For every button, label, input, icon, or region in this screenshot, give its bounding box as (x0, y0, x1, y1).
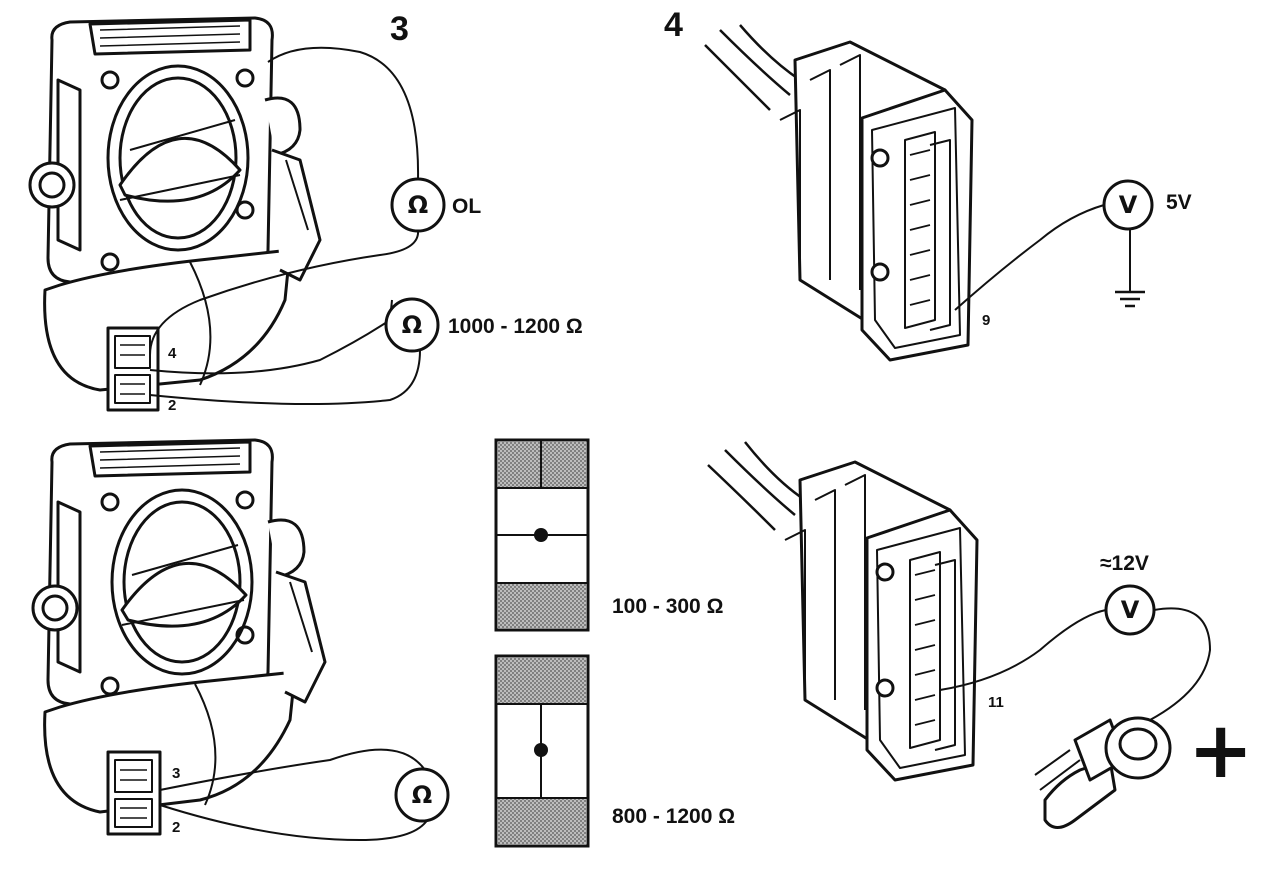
volt-symbol-12v: V (1120, 596, 1140, 624)
ohmmeter-coil (384, 297, 440, 353)
throttle-body-top (28, 16, 322, 412)
ohm-symbol-ol: Ω (407, 191, 429, 219)
wiring-bottom-left (159, 748, 431, 842)
pin-label-3: 3 (172, 765, 181, 782)
reading-track-resistance-a: 100 - 300 Ω (612, 595, 724, 618)
ecu-connector-bottom (707, 441, 979, 782)
wiring-top-left (149, 46, 421, 405)
ecu-connector-top (704, 24, 974, 362)
volt-symbol-5v: V (1118, 191, 1138, 219)
pin-label-2-bottom: 2 (172, 819, 181, 836)
battery-terminal-clamp (1034, 716, 1172, 829)
voltmeter-12v (1104, 584, 1156, 636)
ohmmeter-track (394, 767, 450, 823)
section-number-3: 3 (390, 10, 409, 48)
reading-supply-voltage: 5V (1166, 191, 1192, 214)
ohm-symbol-track: Ω (411, 781, 433, 809)
track-diagram-a (494, 438, 590, 632)
reading-battery-voltage: ≈12V (1100, 552, 1149, 575)
section-number-4: 4 (664, 6, 683, 44)
pin-label-11: 11 (988, 694, 1004, 711)
voltmeter-5v (1102, 179, 1154, 231)
pin-label-4: 4 (168, 345, 177, 362)
track-diagram-b (494, 654, 590, 848)
wiring-bottom-right (939, 607, 1212, 731)
reading-coil-resistance: 1000 - 1200 Ω (448, 315, 583, 338)
pin-label-2-top: 2 (168, 397, 177, 414)
wiring-top-right (954, 204, 1145, 311)
reading-track-resistance-b: 800 - 1200 Ω (612, 805, 736, 828)
ohmmeter-ol (390, 177, 446, 233)
reading-open-loop: OL (452, 195, 482, 218)
pin-label-9: 9 (982, 312, 991, 329)
ohm-symbol-coil: Ω (401, 311, 423, 339)
positive-terminal-sign: + (1188, 706, 1254, 796)
